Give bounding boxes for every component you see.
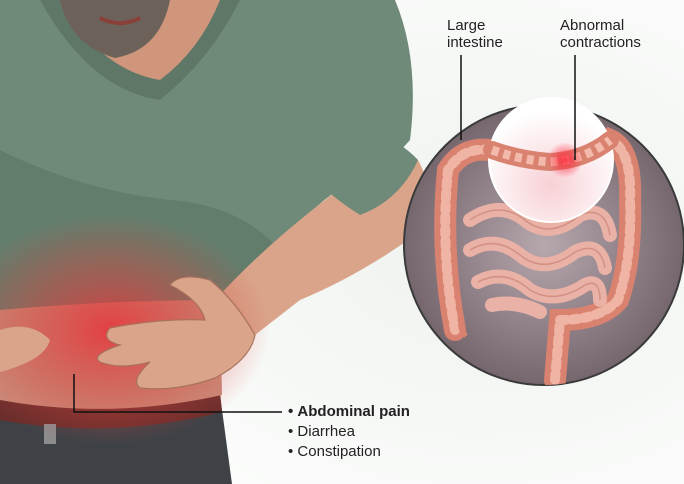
contraction-hotspot bbox=[547, 142, 583, 178]
label-large-intestine: Large intestine bbox=[447, 17, 503, 51]
appendix bbox=[458, 317, 468, 338]
right-hand bbox=[96, 276, 256, 390]
leader-symptoms bbox=[73, 374, 282, 413]
symptom-item: Diarrhea bbox=[288, 422, 410, 442]
symptom-list: Abdominal pain Diarrhea Constipation bbox=[288, 402, 410, 462]
left-hand bbox=[0, 326, 50, 372]
man-figure bbox=[0, 0, 429, 484]
symptom-item: Constipation bbox=[288, 442, 410, 462]
sleeve bbox=[300, 120, 418, 215]
zoom-intestine-segments bbox=[490, 136, 613, 167]
mouth bbox=[99, 16, 141, 25]
symptom-item: Abdominal pain bbox=[288, 402, 410, 422]
beard bbox=[60, 0, 170, 58]
label-abnormal-contractions: Abnormal contractions bbox=[560, 17, 641, 51]
intestine-inset bbox=[403, 97, 684, 386]
